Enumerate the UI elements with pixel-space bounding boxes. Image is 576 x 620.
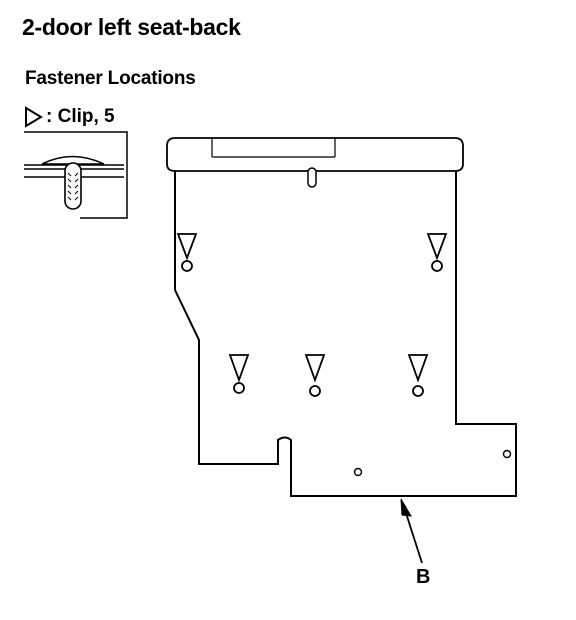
clip-marker: [176, 233, 198, 272]
callout-arrow: [400, 498, 423, 564]
callout-label-b: B: [416, 566, 431, 588]
page-title: 2-door left seat-back: [22, 14, 241, 40]
clip-marker: [304, 354, 326, 397]
panel-hole: [502, 449, 512, 459]
triangle-clip-icon: [25, 106, 43, 128]
clip-legend: : Clip, 5: [24, 106, 115, 128]
panel-outline: [174, 171, 517, 497]
section-subtitle: Fastener Locations: [25, 68, 196, 89]
panel-hole: [353, 467, 363, 477]
clip-marker: [426, 233, 448, 272]
panel-top-bar: [166, 137, 464, 172]
clip-legend-text: : Clip, 5: [46, 106, 115, 127]
clip-detail-illustration: [24, 131, 128, 219]
clip-marker: [407, 354, 429, 397]
clip-marker: [228, 354, 250, 394]
panel-slot: [307, 167, 317, 188]
